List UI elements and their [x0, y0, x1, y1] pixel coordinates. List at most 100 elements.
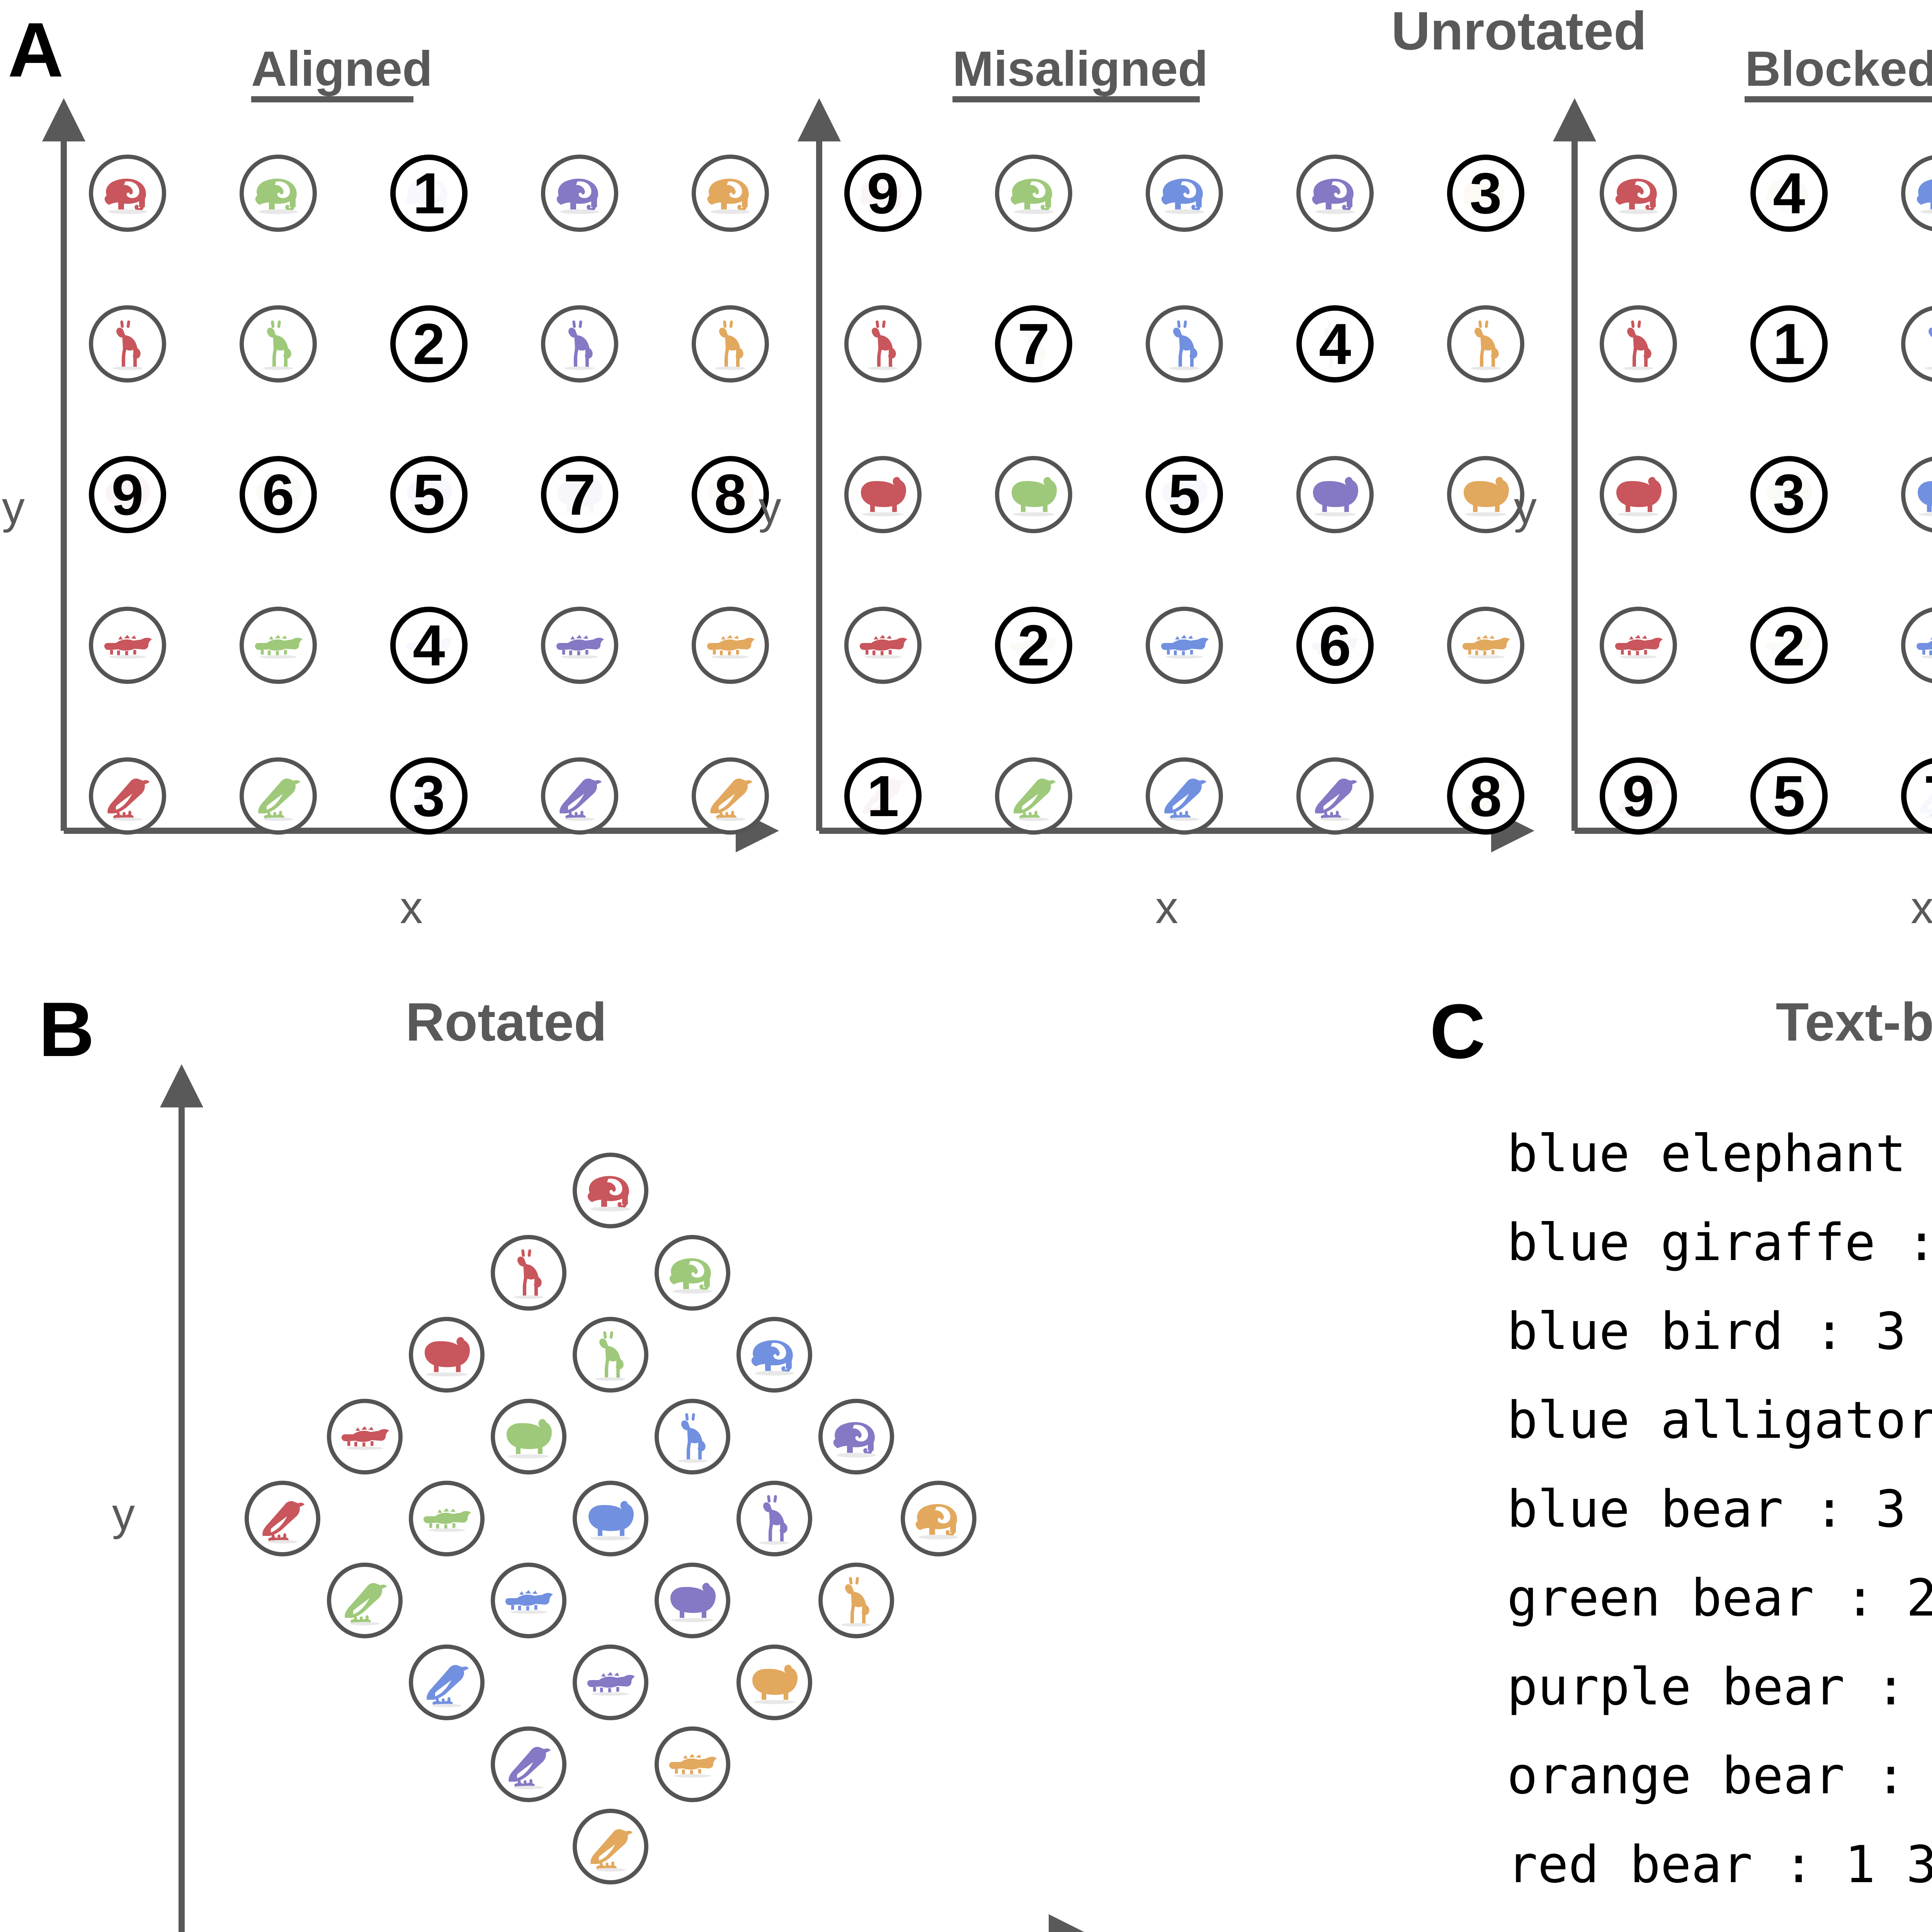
token-rotated-orange-bear[interactable]	[736, 1645, 813, 1721]
token-misaligned-red-giraffe[interactable]	[844, 305, 922, 383]
token-aligned-red-giraffe[interactable]	[89, 305, 166, 383]
token-aligned-green-giraffe[interactable]	[240, 305, 317, 383]
token-rotated-green-alligator[interactable]	[408, 1481, 485, 1556]
token-misaligned-orange-bird-number[interactable]: 8	[1447, 757, 1524, 835]
token-aligned-green-bear-number[interactable]: 6	[240, 456, 317, 533]
token-aligned-green-alligator[interactable]	[240, 607, 317, 684]
token-misaligned-red-bear[interactable]	[844, 456, 922, 533]
token-rotated-purple-bear[interactable]	[655, 1563, 731, 1639]
token-aligned-orange-alligator[interactable]	[692, 607, 769, 684]
token-rotated-blue-elephant[interactable]	[736, 1316, 813, 1393]
token-rotated-purple-elephant[interactable]	[818, 1398, 895, 1475]
token-aligned-green-bird[interactable]	[240, 757, 317, 835]
token-misaligned-purple-elephant[interactable]	[1296, 155, 1374, 232]
token-rotated-blue-bird[interactable]	[408, 1645, 485, 1721]
token-blocked-red-alligator[interactable]	[1600, 607, 1677, 684]
token-misaligned-red-bird-number[interactable]: 1	[844, 757, 922, 835]
token-aligned-green-elephant[interactable]	[240, 155, 317, 232]
token-rotated-green-elephant[interactable]	[655, 1235, 731, 1311]
token-misaligned-orange-elephant-number[interactable]: 3	[1447, 155, 1524, 232]
token-rotated-blue-bear[interactable]	[573, 1481, 648, 1556]
token-rotated-orange-giraffe[interactable]	[818, 1563, 895, 1639]
token-blocked-green-bird-number[interactable]: 5	[1750, 757, 1828, 835]
token-misaligned-purple-giraffe-number[interactable]: 4	[1296, 305, 1374, 383]
token-aligned-orange-elephant[interactable]	[692, 155, 769, 232]
token-aligned-purple-elephant[interactable]	[541, 155, 618, 232]
token-rotated-orange-alligator[interactable]	[655, 1726, 731, 1803]
token-aligned-orange-bird[interactable]	[692, 757, 769, 835]
token-rotated-red-bird[interactable]	[245, 1481, 321, 1556]
token-rotated-red-elephant[interactable]	[573, 1153, 648, 1229]
token-aligned-purple-bird[interactable]	[541, 757, 618, 835]
token-misaligned-blue-bear-number[interactable]: 5	[1146, 456, 1223, 533]
token-aligned-blue-alligator-number[interactable]: 4	[390, 607, 468, 684]
token-rotated-orange-elephant[interactable]	[900, 1481, 976, 1556]
token-rotated-green-bear[interactable]	[490, 1398, 566, 1475]
token-misaligned-blue-alligator[interactable]	[1146, 607, 1223, 684]
token-blocked-green-alligator-number[interactable]: 2	[1750, 607, 1828, 684]
token-misaligned-purple-bear[interactable]	[1296, 456, 1374, 533]
token-rotated-red-bear[interactable]	[408, 1316, 485, 1393]
token-misaligned-green-elephant[interactable]	[995, 155, 1072, 232]
token-aligned-red-bird[interactable]	[89, 757, 166, 835]
token-misaligned-red-alligator[interactable]	[844, 607, 922, 684]
token-rotated-blue-giraffe[interactable]	[655, 1398, 731, 1475]
token-aligned-purple-alligator[interactable]	[541, 607, 618, 684]
x-axis-label-blocked: x	[1911, 882, 1932, 933]
bird-icon	[590, 1829, 633, 1872]
giraffe-icon	[715, 320, 745, 370]
token-rotated-purple-giraffe[interactable]	[736, 1481, 813, 1556]
token-aligned-blue-elephant-number[interactable]: 1	[390, 155, 468, 232]
token-aligned-blue-bird-number[interactable]: 3	[390, 757, 468, 835]
token-misaligned-purple-alligator-number[interactable]: 6	[1296, 607, 1374, 684]
token-misaligned-green-alligator-number[interactable]: 2	[995, 607, 1072, 684]
token-rotated-blue-alligator[interactable]	[490, 1563, 566, 1639]
panel-c-letter: C	[1430, 988, 1486, 1075]
token-blocked-red-bird-number[interactable]: 9	[1600, 757, 1677, 835]
token-aligned-purple-bear-number[interactable]: 7	[541, 456, 618, 533]
token-blocked-red-giraffe[interactable]	[1600, 305, 1677, 383]
token-misaligned-purple-bird[interactable]	[1296, 757, 1374, 835]
token-misaligned-green-giraffe-number[interactable]: 7	[995, 305, 1072, 383]
token-misaligned-red-elephant-number[interactable]: 9	[844, 155, 922, 232]
token-rotated-purple-bird[interactable]	[490, 1726, 566, 1803]
token-rotated-orange-bird[interactable]	[573, 1808, 648, 1884]
token-misaligned-green-bear[interactable]	[995, 456, 1072, 533]
token-aligned-orange-bear-number[interactable]: 8	[692, 456, 769, 533]
token-misaligned-blue-elephant[interactable]	[1146, 155, 1223, 232]
token-digit: 9	[1622, 764, 1655, 828]
token-blocked-green-giraffe-number[interactable]: 1	[1750, 305, 1828, 383]
token-blocked-red-elephant[interactable]	[1600, 155, 1677, 232]
token-blocked-green-elephant-number[interactable]: 4	[1750, 155, 1828, 232]
token-rotated-red-alligator[interactable]	[327, 1398, 403, 1475]
token-misaligned-blue-bird[interactable]	[1146, 757, 1223, 835]
token-rotated-red-giraffe[interactable]	[490, 1235, 566, 1311]
token-aligned-red-alligator[interactable]	[89, 607, 166, 684]
token-aligned-blue-giraffe-number[interactable]: 2	[390, 305, 468, 383]
token-misaligned-orange-alligator[interactable]	[1447, 607, 1524, 684]
token-aligned-purple-giraffe[interactable]	[541, 305, 618, 383]
token-misaligned-blue-giraffe[interactable]	[1146, 305, 1223, 383]
token-misaligned-green-bird[interactable]	[995, 757, 1072, 835]
bear-icon	[752, 1665, 798, 1704]
bird-icon	[509, 1747, 551, 1789]
token-blocked-green-bear-number[interactable]: 3	[1750, 456, 1828, 533]
giraffe-icon	[1925, 328, 1932, 370]
token-rotated-green-bird[interactable]	[327, 1563, 403, 1639]
giraffe-icon	[414, 320, 444, 370]
bear-icon	[588, 1501, 634, 1541]
token-aligned-red-elephant[interactable]	[89, 155, 166, 232]
token-misaligned-orange-bear[interactable]	[1447, 456, 1524, 533]
token-rotated-green-giraffe[interactable]	[573, 1316, 648, 1393]
token-aligned-orange-giraffe[interactable]	[692, 305, 769, 383]
token-aligned-blue-bear-number[interactable]: 5	[390, 456, 468, 533]
bird-icon	[560, 778, 602, 821]
token-aligned-red-bear-number[interactable]: 9	[89, 456, 166, 533]
token-rotated-purple-alligator[interactable]	[573, 1645, 648, 1721]
bird-icon	[1618, 778, 1660, 821]
axes-rotated	[160, 1064, 1092, 1932]
token-misaligned-orange-giraffe[interactable]	[1447, 305, 1524, 383]
token-blocked-red-bear[interactable]	[1600, 456, 1677, 533]
bird-icon	[344, 1583, 387, 1626]
token-digit: 5	[1773, 764, 1805, 828]
